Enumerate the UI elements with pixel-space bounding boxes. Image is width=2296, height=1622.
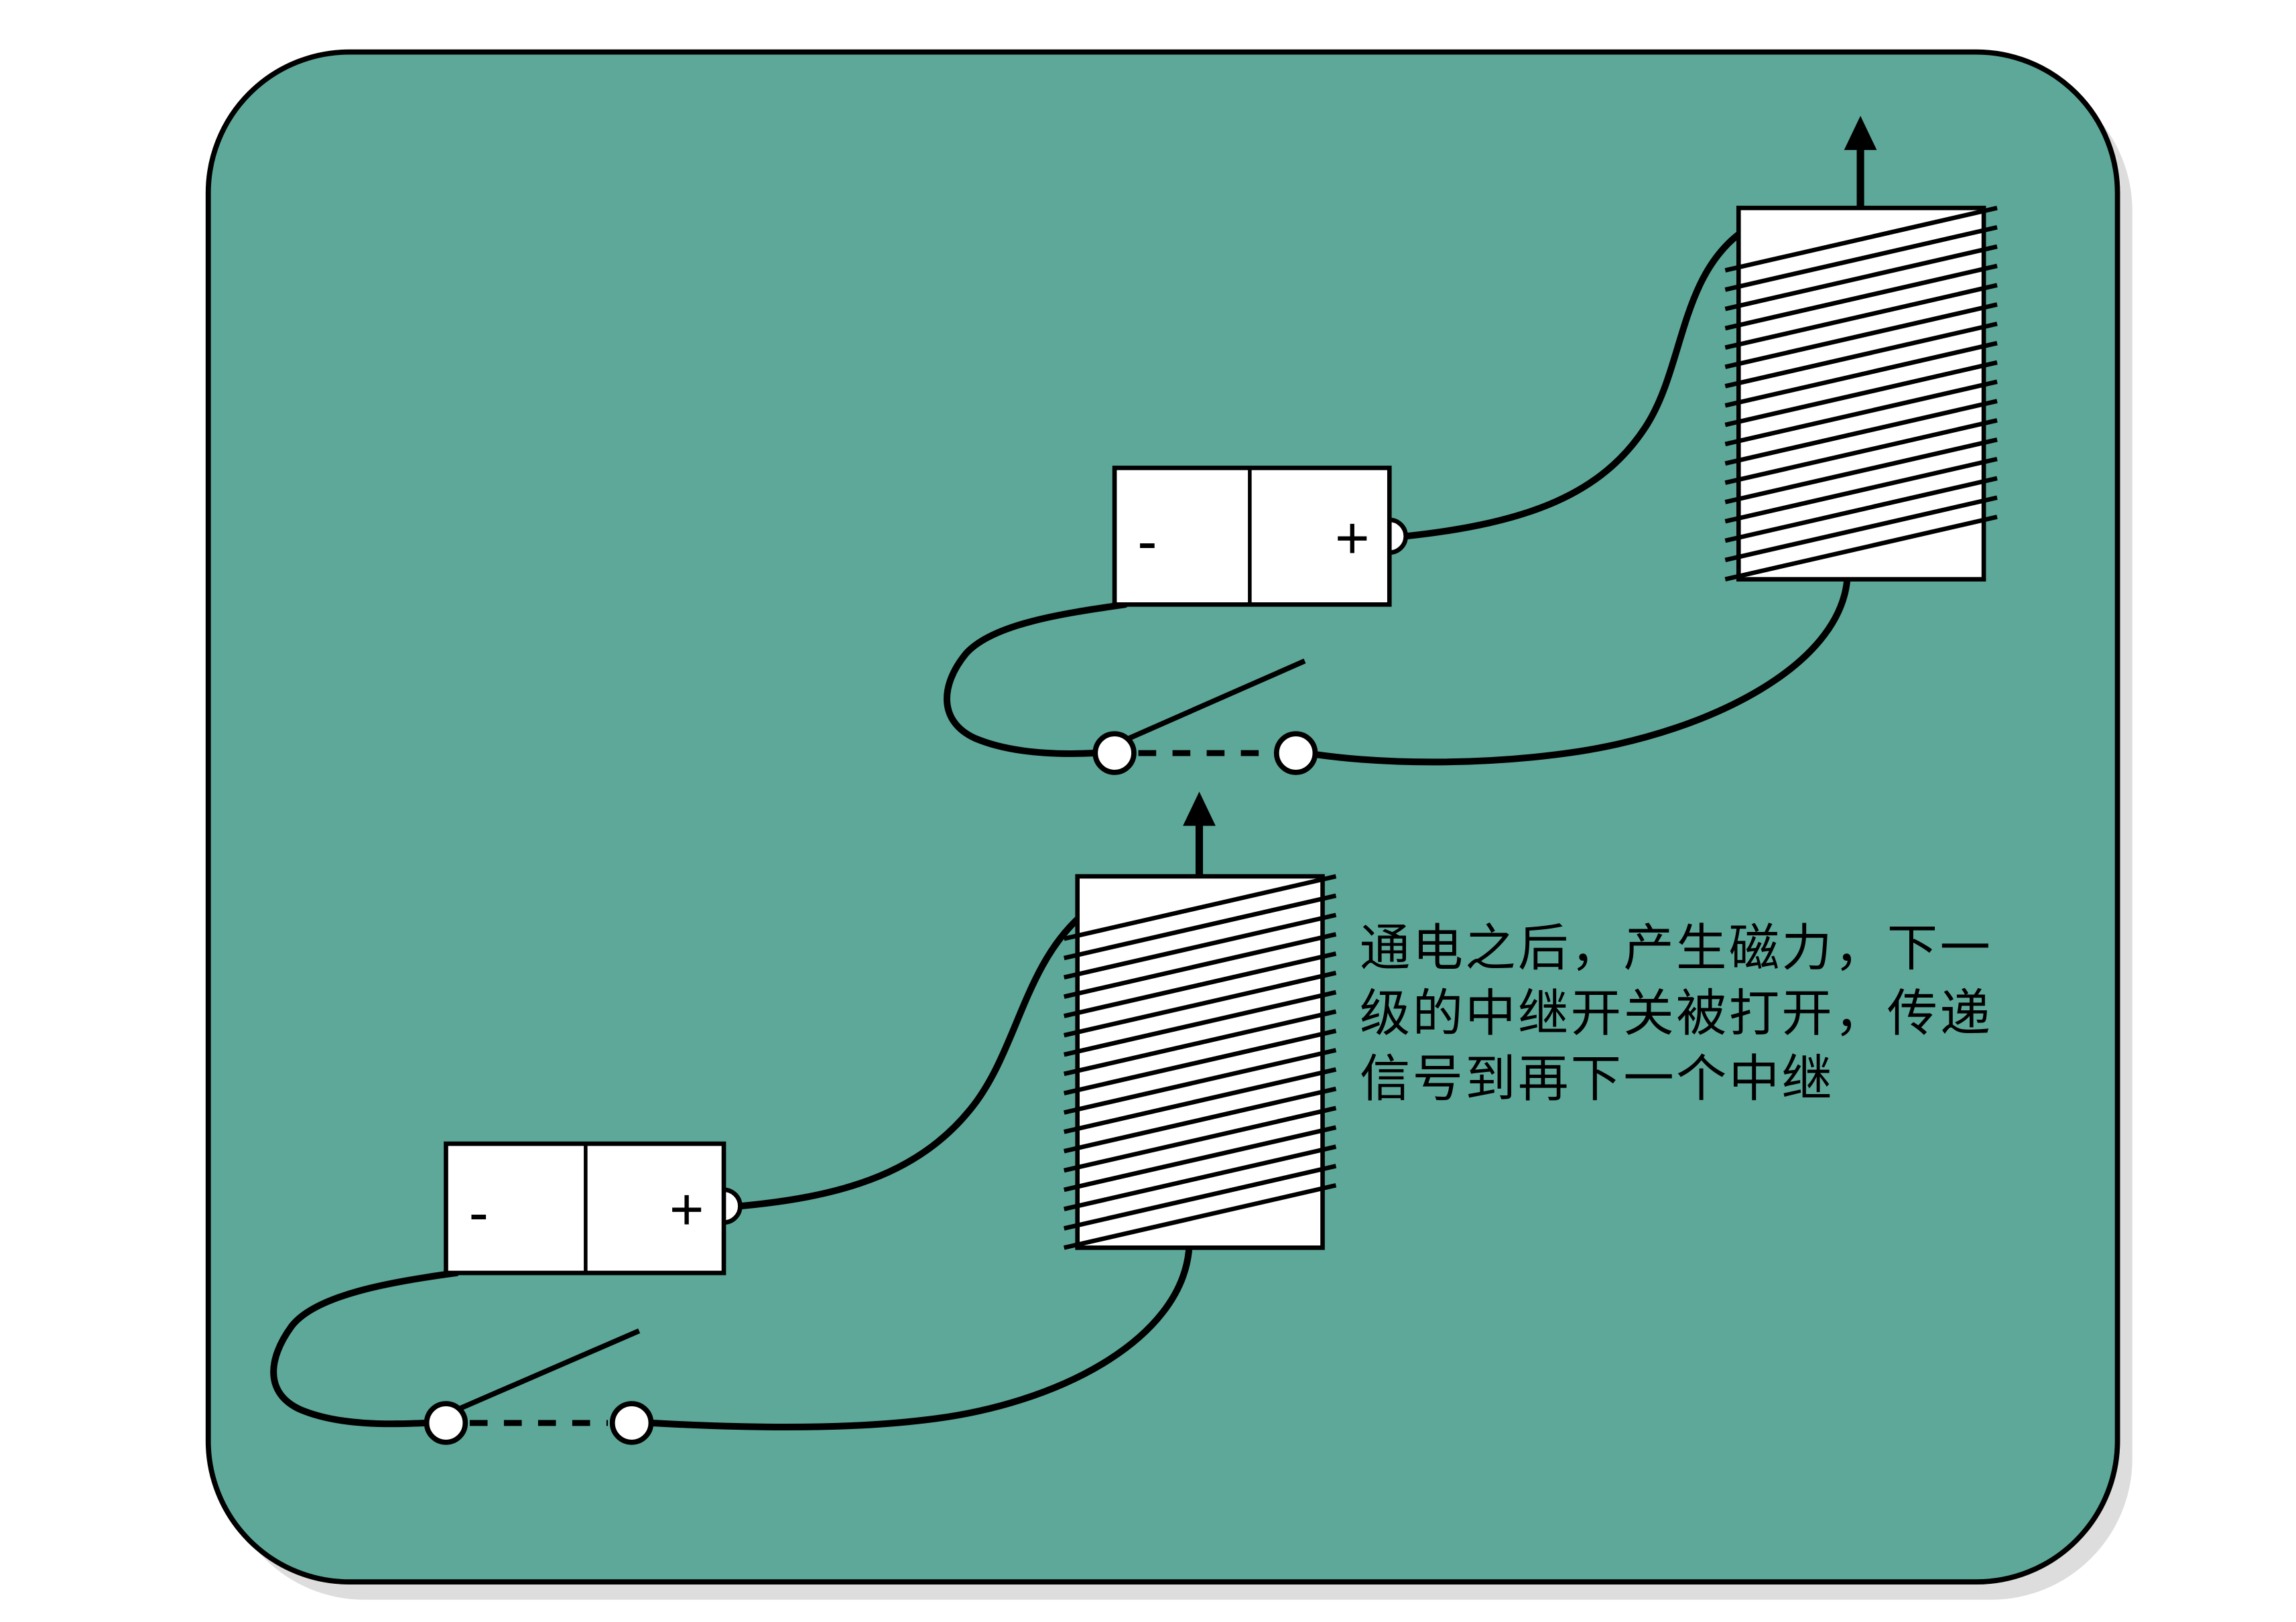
coil-winding-line [1724, 456, 1998, 524]
coil-winding-line [1063, 1086, 1337, 1154]
coil-winding-line [1063, 1048, 1337, 1115]
coil-winding-line [1063, 970, 1337, 1038]
coil-winding-line [1724, 206, 1998, 273]
battery-upper: - + [1112, 466, 1408, 607]
coil-winding-line [1063, 1182, 1337, 1250]
switch-contact-left [1092, 731, 1137, 775]
stage-lower: - + [270, 791, 1337, 1445]
annotation-line-1: 通电之后，产生磁力，下一 [1360, 920, 1992, 976]
switch-lever [449, 1328, 641, 1415]
battery-minus-label: - [468, 1179, 489, 1245]
switch-lever [1118, 659, 1306, 746]
coil-winding-line [1724, 360, 1998, 427]
coil-winding-line [1724, 244, 1998, 312]
coil-winding-line [1063, 913, 1337, 980]
coil-winding-line [1724, 283, 1998, 350]
coil-winding-line [1063, 874, 1337, 941]
coil-winding-line [1724, 340, 1998, 408]
coil-winding-line [1063, 990, 1337, 1057]
battery-body [1112, 466, 1392, 607]
coil-winding-line [1724, 322, 1998, 389]
coil-winding-line [1724, 399, 1998, 466]
coil-winding-line [1724, 302, 1998, 369]
wire-coil-to-switch [1313, 577, 1851, 766]
relay-coil-upper [1724, 206, 1998, 582]
coil-winding-line [1063, 1028, 1337, 1095]
coil-winding-line [1063, 1067, 1337, 1134]
relay-coil-lower [1063, 874, 1337, 1250]
coil-winding-line [1724, 263, 1998, 331]
stage-upper: - + [944, 115, 1998, 775]
switch-contact-left [424, 1401, 468, 1445]
coil-winding-line [1724, 418, 1998, 485]
annotation: 通电之后，产生磁力，下一 级的中继开关被打开，传递 信号到再下一个中继 [1360, 920, 1992, 1107]
battery-minus-label: - [1137, 508, 1157, 574]
signal-out-arrow-icon [1844, 115, 1877, 207]
wire-coil-to-switch [647, 1247, 1192, 1430]
wire-switch-to-battery [944, 601, 1129, 757]
coil-winding-line [1063, 1125, 1337, 1193]
coil-winding-line [1063, 1164, 1337, 1231]
coil-winding-line [1063, 1144, 1337, 1211]
coil-winding-line [1063, 951, 1337, 1018]
coil-winding-line [1724, 476, 1998, 543]
coil-winding-line [1063, 1105, 1337, 1173]
coil-winding-line [1724, 437, 1998, 504]
battery-lower: - + [444, 1141, 743, 1276]
wire-battery-to-coil [737, 913, 1084, 1210]
magnetic-force-arrow-icon [1183, 791, 1216, 875]
switch-upper [1092, 659, 1318, 775]
coil-winding-line [1724, 379, 1998, 447]
wire-battery-to-coil [1402, 230, 1744, 540]
coil-winding-line [1063, 1009, 1337, 1077]
switch-contact-right [609, 1401, 654, 1445]
switch-lower [424, 1328, 654, 1445]
battery-plus-label: + [1335, 505, 1370, 571]
coil-winding-line [1724, 224, 1998, 292]
coil-winding-line [1063, 932, 1337, 999]
wire-switch-to-battery [270, 1270, 460, 1428]
annotation-line-3: 信号到再下一个中继 [1360, 1051, 1834, 1107]
switch-contact-right [1273, 731, 1318, 775]
annotation-line-2: 级的中继开关被打开，传递 [1360, 986, 1992, 1042]
battery-plus-label: + [669, 1176, 704, 1243]
coil-winding-line [1724, 495, 1998, 563]
coil-winding-line [1063, 893, 1337, 961]
coil-winding-line [1724, 515, 1998, 582]
